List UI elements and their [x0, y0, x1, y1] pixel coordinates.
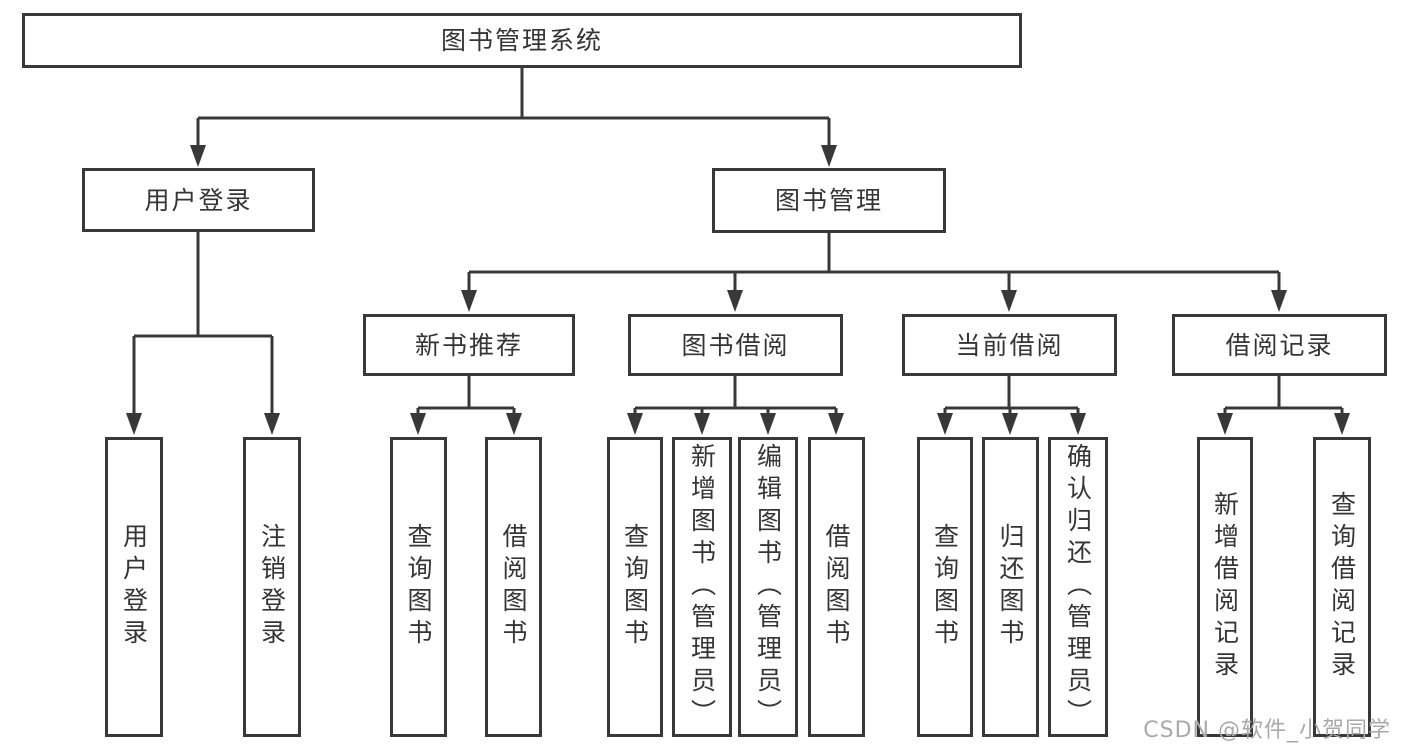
connector-recommendation — [416, 376, 516, 414]
node-label: 借阅记录 — [1225, 330, 1334, 360]
connector-user-login — [132, 232, 274, 414]
leaf-label: 借阅图书 — [822, 523, 851, 651]
node-new-book-recommendation: 新书推荐 — [363, 314, 575, 376]
arrow-icon — [264, 413, 280, 435]
leaf-user-login: 用户登录 — [105, 437, 163, 737]
leaf-return-books: 归还图书 — [982, 437, 1039, 737]
leaf-edit-books-admin: 编辑图书（管理员） — [738, 437, 798, 737]
leaf-add-books-admin: 新增图书（管理员） — [672, 437, 732, 737]
connector-book-management — [467, 233, 1281, 291]
arrow-icon — [821, 145, 837, 167]
connector-records — [1223, 376, 1344, 414]
arrow-icon — [461, 290, 477, 312]
node-label: 图书管理 — [774, 186, 883, 215]
leaf-label: 注销登录 — [257, 523, 287, 651]
node-user-login: 用户登录 — [82, 168, 315, 232]
arrow-icon — [410, 413, 426, 435]
arrow-icon — [506, 413, 522, 435]
leaf-label: 新增图书（管理员） — [687, 443, 717, 731]
arrow-icon — [1271, 290, 1287, 312]
arrow-icon — [627, 413, 643, 435]
watermark-text: CSDN @软件_小贺同学 — [1143, 718, 1391, 743]
leaf-label: 借阅图书 — [499, 523, 528, 651]
connector-current-borrowing — [943, 376, 1080, 414]
arrow-icon — [1002, 413, 1018, 435]
arrow-icon — [727, 290, 743, 312]
node-label: 新书推荐 — [414, 330, 523, 360]
leaf-confirm-return-admin: 确认归还（管理员） — [1048, 437, 1108, 737]
arrow-icon — [1070, 413, 1086, 435]
leaf-label: 确认归还（管理员） — [1063, 443, 1093, 731]
arrow-icon — [1334, 413, 1350, 435]
leaf-borrow-books: 借阅图书 — [485, 437, 542, 737]
leaf-label: 用户登录 — [119, 523, 149, 651]
arrow-icon — [760, 413, 776, 435]
leaf-logout: 注销登录 — [243, 437, 301, 737]
arrow-icon — [694, 413, 710, 435]
node-borrowing-records: 借阅记录 — [1172, 314, 1387, 376]
arrow-icon — [1217, 413, 1233, 435]
arrow-icon — [190, 145, 206, 167]
connector-borrowing — [633, 376, 838, 414]
arrow-icon — [126, 413, 142, 435]
leaf-label: 查询借阅记录 — [1327, 491, 1357, 683]
node-library-system: 图书管理系统 — [22, 13, 1022, 68]
leaf-label: 新增借阅记录 — [1210, 491, 1240, 683]
arrow-icon — [1001, 290, 1017, 312]
node-book-borrowing: 图书借阅 — [628, 314, 843, 376]
leaf-label: 查询图书 — [930, 523, 960, 651]
leaf-query-books: 查询图书 — [607, 437, 663, 737]
leaf-label: 归还图书 — [996, 523, 1025, 651]
leaf-borrow-books: 借阅图书 — [808, 437, 865, 737]
leaf-query-books: 查询图书 — [917, 437, 973, 737]
leaf-add-borrow-record: 新增借阅记录 — [1197, 437, 1253, 737]
node-current-borrowing: 当前借阅 — [902, 314, 1117, 376]
node-label: 图书管理系统 — [440, 26, 603, 55]
leaf-label: 查询图书 — [404, 523, 433, 651]
arrow-icon — [937, 413, 953, 435]
leaf-label: 查询图书 — [620, 523, 650, 651]
node-label: 当前借阅 — [955, 330, 1064, 360]
leaf-query-books: 查询图书 — [390, 437, 447, 737]
node-book-management: 图书管理 — [712, 168, 946, 233]
arrow-icon — [828, 413, 844, 435]
leaf-query-borrow-record: 查询借阅记录 — [1313, 437, 1371, 737]
leaf-label: 编辑图书（管理员） — [753, 443, 783, 731]
node-label: 图书借阅 — [681, 330, 790, 360]
connector-root — [196, 68, 831, 146]
node-label: 用户登录 — [144, 185, 253, 215]
